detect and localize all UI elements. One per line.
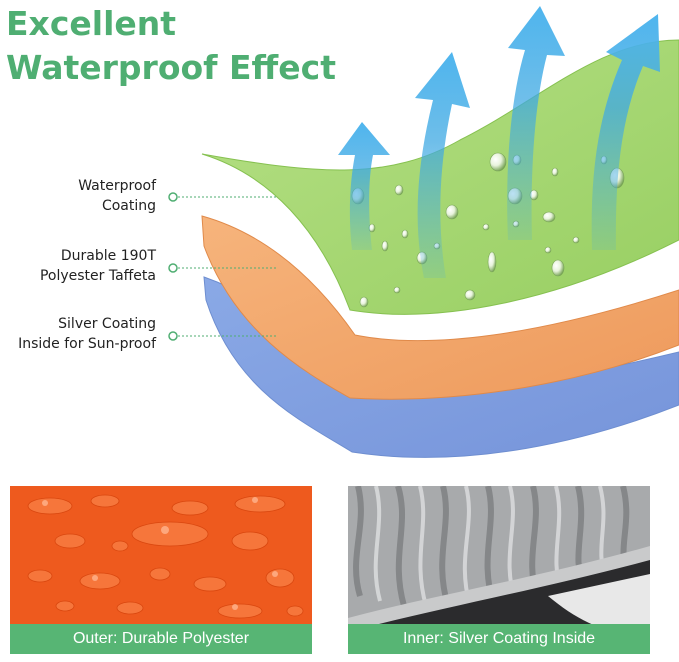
outer-caption: Outer: Durable Polyester: [10, 624, 312, 654]
layer-label-line-1: Waterproof: [78, 178, 156, 194]
layer-label-line-1: Silver Coating: [58, 316, 156, 332]
moisture-arrow-icon: [338, 6, 660, 278]
label-dot: [168, 331, 178, 341]
outer-fabric-panel: Outer: Durable Polyester: [10, 486, 312, 654]
page-title-line-2: Waterproof Effect: [6, 48, 336, 87]
layer-label-line-2: Inside for Sun-proof: [18, 336, 156, 352]
layer-label-silver: Silver Coating Inside for Sun-proof: [18, 314, 156, 354]
page-title-line-1: Excellent: [6, 4, 177, 43]
polyester-taffeta-layer: [201, 215, 679, 400]
label-dot: [168, 263, 178, 273]
layer-label-line-2: Polyester Taffeta: [39, 268, 156, 284]
inner-fabric-panel: Inner: Silver Coating Inside: [348, 486, 650, 654]
label-dot: [168, 192, 178, 202]
fabric-layers-illustration: [168, 6, 679, 458]
layer-label-waterproof: Waterproof Coating: [78, 176, 156, 216]
layer-label-polyester: Durable 190T Polyester Taffeta: [40, 246, 156, 286]
inner-caption: Inner: Silver Coating Inside: [348, 624, 650, 654]
layer-label-line-1: Durable 190T: [60, 248, 156, 264]
layer-label-line-2: Coating: [101, 198, 156, 214]
